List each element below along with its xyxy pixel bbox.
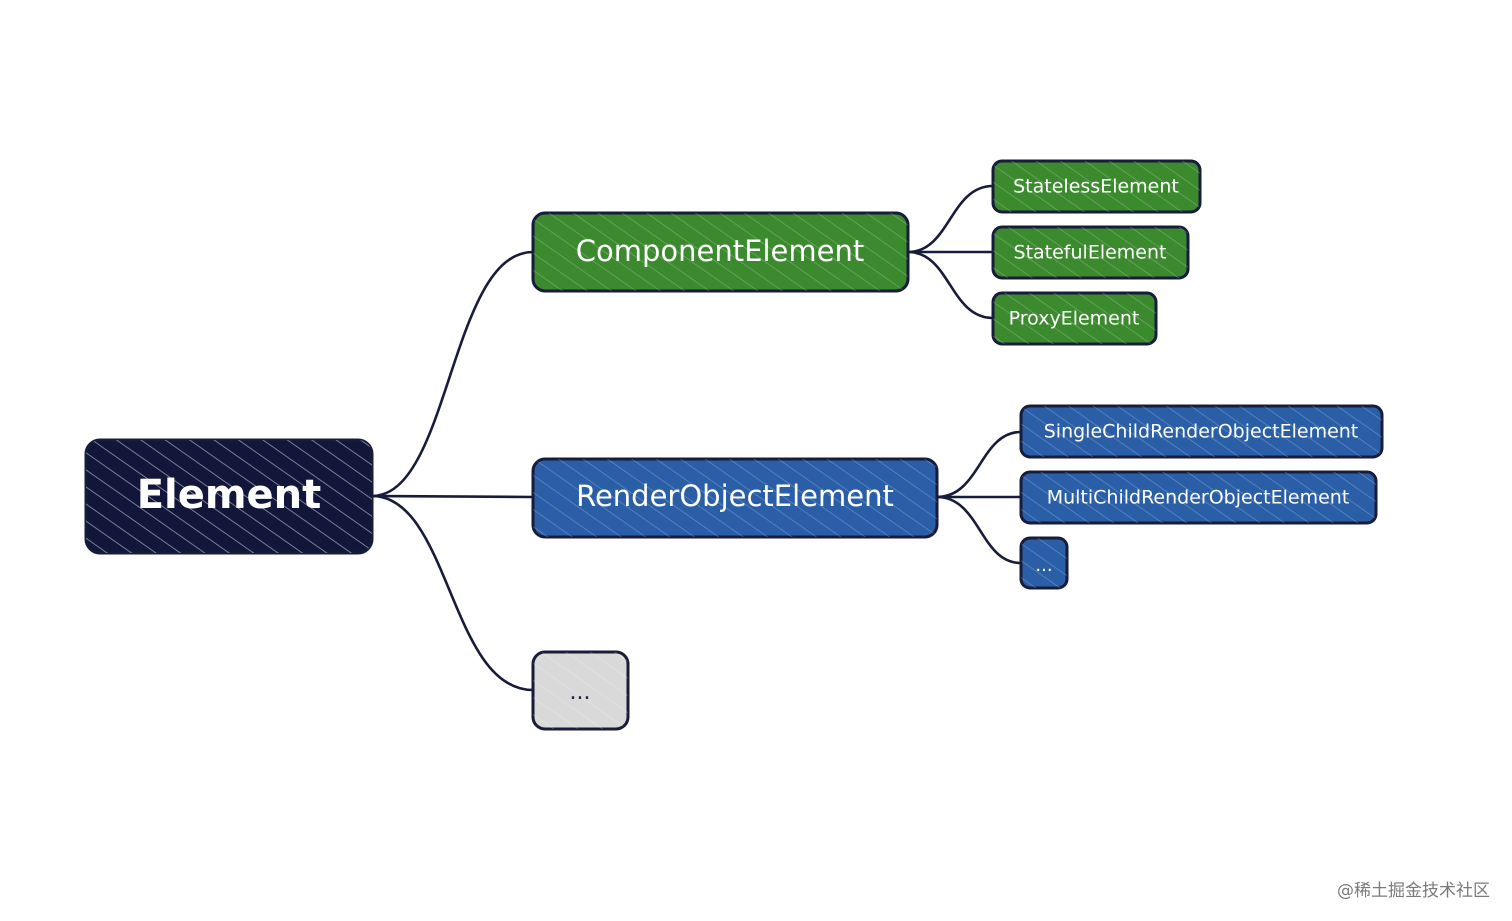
node-render-object-element: RenderObjectElement bbox=[531, 457, 939, 539]
connectors bbox=[370, 184, 1023, 692]
connector-root-render bbox=[370, 494, 535, 499]
node-single-child-render-object-element: SingleChildRenderObjectElement bbox=[1019, 404, 1384, 459]
connector-component-stateless bbox=[906, 184, 995, 254]
node-proxy-element: ProxyElement bbox=[991, 291, 1158, 346]
node-stateful-element: StatefulElement bbox=[991, 225, 1190, 280]
node-render-more: ... bbox=[1019, 536, 1069, 590]
node-multi-child-render-object-element: MultiChildRenderObjectElement bbox=[1019, 470, 1378, 525]
connector-render-more bbox=[935, 495, 1023, 565]
connector-component-proxy bbox=[906, 250, 995, 320]
node-stateless-element: StatelessElement bbox=[991, 159, 1202, 214]
node-component-element: ComponentElement bbox=[531, 211, 910, 293]
watermark: @稀土掘金技术社区 bbox=[1337, 881, 1490, 901]
connector-root-more bbox=[370, 494, 535, 692]
node-component-element-label: ComponentElement bbox=[576, 234, 864, 268]
node-element-label: Element bbox=[137, 472, 322, 518]
node-stateful-element-label: StatefulElement bbox=[1014, 242, 1167, 264]
node-proxy-element-label: ProxyElement bbox=[1009, 308, 1140, 330]
node-stateless-element-label: StatelessElement bbox=[1013, 176, 1179, 198]
node-multi-child-label: MultiChildRenderObjectElement bbox=[1047, 487, 1350, 509]
node-more-label: ... bbox=[570, 680, 591, 705]
connector-render-single bbox=[935, 430, 1023, 499]
node-more: ... bbox=[531, 650, 630, 731]
node-render-more-label: ... bbox=[1035, 555, 1052, 576]
node-element: Element bbox=[84, 438, 374, 555]
node-single-child-label: SingleChildRenderObjectElement bbox=[1044, 421, 1359, 443]
connector-root-component bbox=[370, 250, 535, 498]
node-render-object-element-label: RenderObjectElement bbox=[576, 479, 894, 513]
